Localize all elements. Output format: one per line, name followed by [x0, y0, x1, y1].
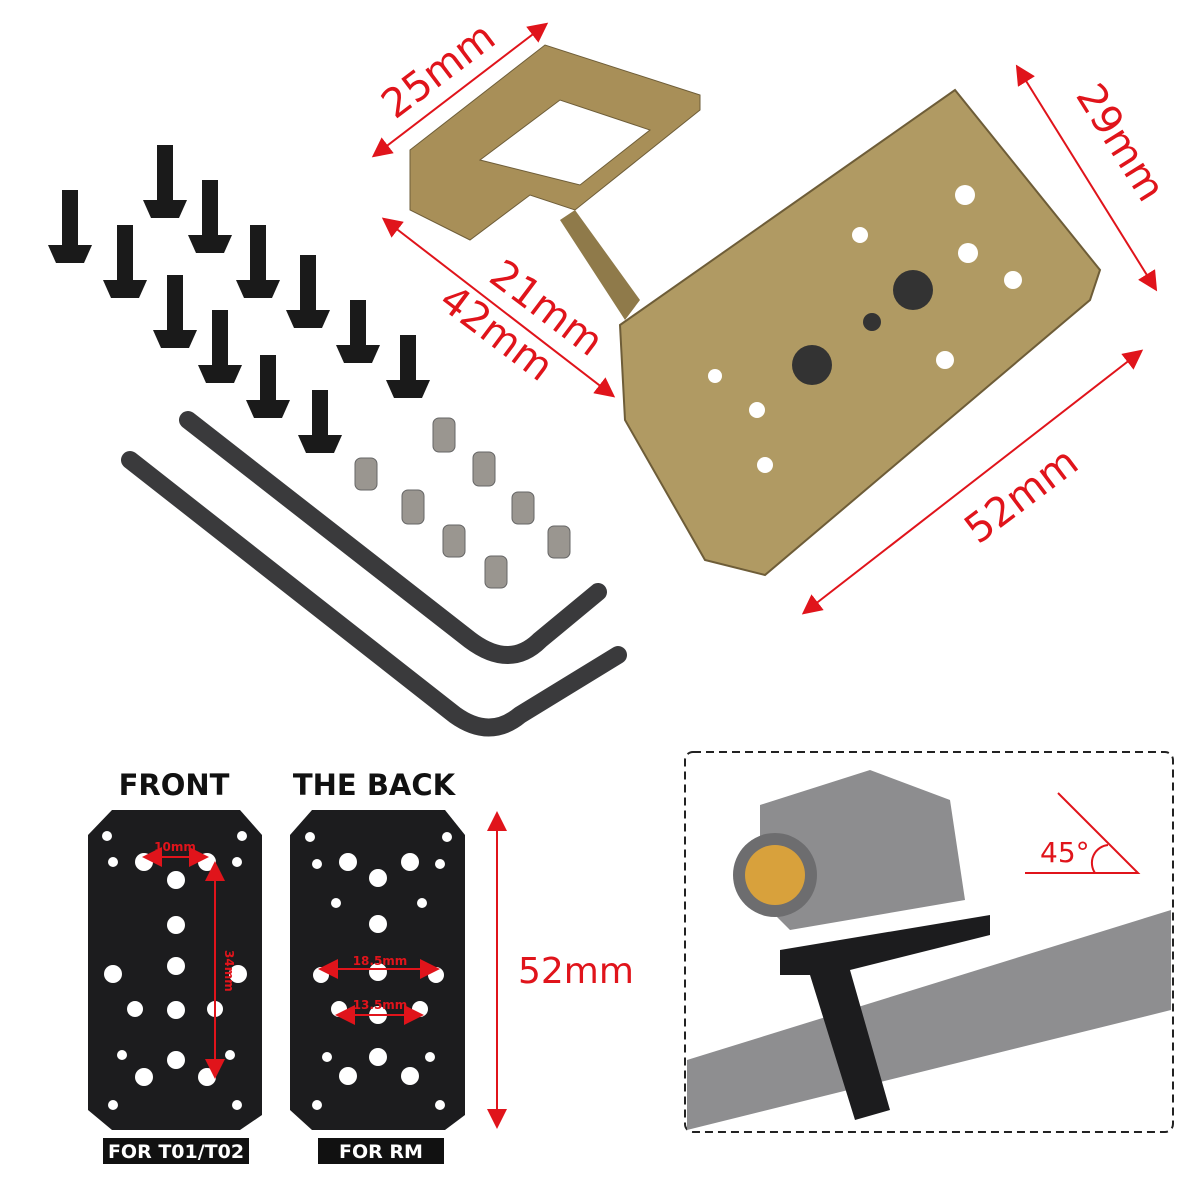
angle-indicator: [1025, 792, 1141, 874]
hex-keys: [121, 411, 627, 737]
dim-52mm: 52mm: [956, 439, 1087, 553]
front-length-label: 34mm: [222, 950, 236, 992]
plate-height-label: 52mm: [518, 951, 634, 992]
set-screws: [354, 417, 571, 589]
back-wide-label: 18.5mm: [353, 954, 408, 968]
front-tag: FOR T01/T02: [108, 1141, 244, 1163]
back-narrow-label: 13.5mm: [353, 998, 408, 1012]
angle-label: 45°: [1040, 836, 1090, 869]
back-title: THE BACK: [293, 768, 457, 802]
back-tag: FOR RM: [339, 1141, 423, 1163]
dim-29mm: 29mm: [1067, 76, 1174, 210]
back-plate: 18.5mm 13.5mm: [290, 810, 465, 1130]
screws: [48, 145, 430, 453]
front-plate: 10mm 34mm: [88, 810, 262, 1130]
mount-dimensions: [371, 22, 1158, 615]
front-title: FRONT: [119, 768, 230, 802]
front-spacing-label: 10mm: [154, 840, 196, 854]
mounted-inset: [684, 751, 1174, 1133]
